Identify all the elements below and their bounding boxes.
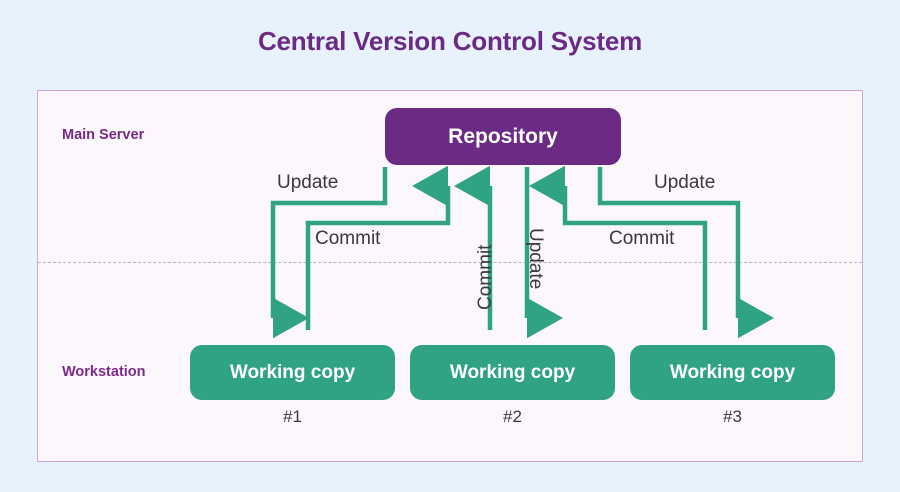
edge-label-update-3: Update — [654, 172, 716, 193]
node-working-copy-3[interactable]: Working copy — [630, 345, 835, 400]
edge-label-commit-1: Commit — [315, 228, 381, 249]
working-copy-1-number: #1 — [283, 407, 302, 426]
workstation-row-label: Workstation — [62, 364, 146, 380]
edge-label-commit-2: Commit — [475, 244, 496, 310]
edge-label-update-2: Update — [525, 228, 546, 290]
node-working-copy-1[interactable]: Working copy — [190, 345, 395, 400]
working-copy-3-number: #3 — [723, 407, 742, 426]
node-repository[interactable]: Repository — [385, 108, 621, 165]
server-workstation-divider — [38, 262, 862, 263]
working-copy-2-number: #2 — [503, 407, 522, 426]
edge-label-commit-3: Commit — [609, 228, 675, 249]
edge-label-update-1: Update — [277, 172, 339, 193]
page-title: Central Version Control System — [257, 26, 643, 56]
main-server-row-label: Main Server — [62, 127, 145, 143]
node-working-copy-2[interactable]: Working copy — [410, 345, 615, 400]
